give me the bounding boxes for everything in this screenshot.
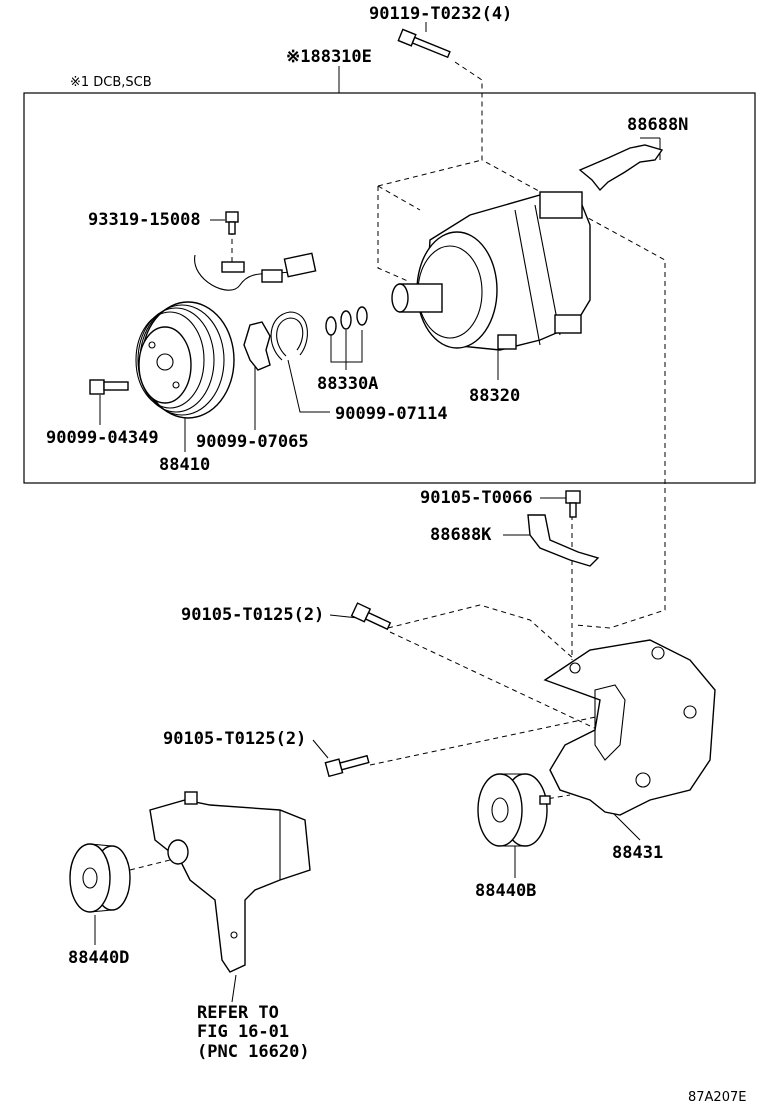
label-snap-ring[interactable]: 90099-07114 xyxy=(335,404,448,424)
assembly-frame xyxy=(23,92,756,484)
screw-top-part[interactable] xyxy=(225,211,239,235)
leader-lines xyxy=(94,22,661,1003)
label-bolt-top[interactable]: 90119-T0232(4) xyxy=(369,4,512,24)
label-compressor[interactable]: 88320 xyxy=(469,386,520,406)
label-shim[interactable]: 90099-07065 xyxy=(196,432,309,452)
snap-ring-part[interactable] xyxy=(270,311,308,361)
label-bolt-mid2[interactable]: 90105-T0125(2) xyxy=(163,729,306,749)
label-bracket-main[interactable]: 88431 xyxy=(612,843,663,863)
bolt-small-part[interactable] xyxy=(565,490,581,518)
engine-mount-part[interactable] xyxy=(149,791,311,973)
bracket-small-part[interactable] xyxy=(527,514,600,567)
washers-part[interactable] xyxy=(325,306,368,336)
bracket-main-part[interactable] xyxy=(543,639,716,816)
label-refer-line1: REFER TO xyxy=(197,1003,279,1023)
label-washers[interactable]: 88330A xyxy=(317,374,378,394)
label-assembly[interactable]: ※188310E xyxy=(286,47,372,67)
label-screw-top[interactable]: 93319-15008 xyxy=(88,210,201,230)
label-bracket-small[interactable]: 88688K xyxy=(430,525,492,545)
label-idler-b[interactable]: 88440B xyxy=(475,881,536,901)
bolt-mid1-part[interactable] xyxy=(350,602,392,632)
bolt-mid2-part[interactable] xyxy=(324,752,370,778)
shim-part[interactable] xyxy=(243,321,271,371)
clutch-part[interactable] xyxy=(135,301,235,419)
label-bolt-clutch[interactable]: 90099-04349 xyxy=(46,428,159,448)
label-refer-line3: (PNC 16620) xyxy=(197,1042,310,1062)
label-idler-d[interactable]: 88440D xyxy=(68,948,129,968)
idler-b-part[interactable] xyxy=(477,773,551,847)
label-refer-line2: FIG 16-01 xyxy=(197,1022,289,1042)
compressor-part[interactable] xyxy=(391,191,591,351)
bolt-top-part[interactable] xyxy=(397,28,451,60)
label-bracket-top[interactable]: 88688N xyxy=(627,115,688,135)
bracket-top-part[interactable] xyxy=(578,144,664,192)
label-note: ※1 DCB,SCB xyxy=(70,75,152,90)
wire-harness[interactable] xyxy=(194,252,317,291)
bolt-clutch-part[interactable] xyxy=(89,379,129,395)
alignment-lines xyxy=(129,61,666,871)
idler-d-part[interactable] xyxy=(69,843,131,913)
label-bolt-mid1[interactable]: 90105-T0125(2) xyxy=(181,605,324,625)
label-clutch[interactable]: 88410 xyxy=(159,455,210,475)
label-drawing-code: 87A207E xyxy=(688,1090,746,1105)
label-bolt-small[interactable]: 90105-T0066 xyxy=(420,488,533,508)
